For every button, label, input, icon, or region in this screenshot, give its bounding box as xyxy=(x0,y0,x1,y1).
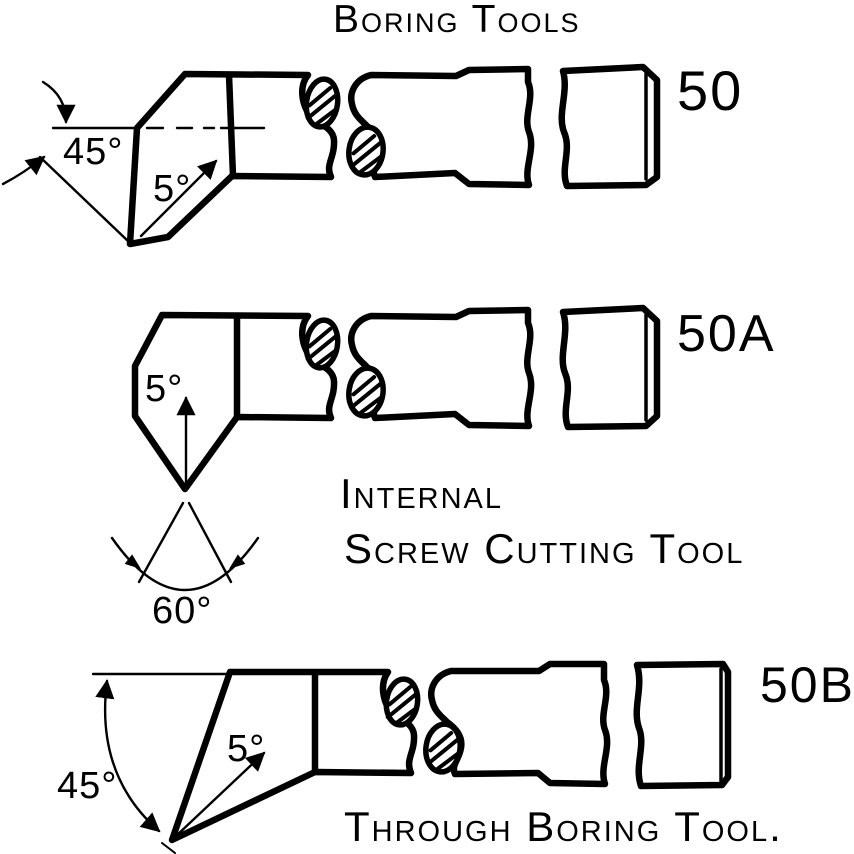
tool-50-45deg-arc-upper xyxy=(41,80,76,124)
tool-50b-break-ellipse-2 xyxy=(423,721,463,775)
tool-50a-break-ellipse-1 xyxy=(303,317,341,371)
tool-50-break-ellipse-2 xyxy=(346,124,386,178)
tool-50a-caption-line1: Internal xyxy=(340,470,504,517)
tool-50-back-rake-angle-label: 45° xyxy=(63,131,124,173)
tool-50-number-label: 50 xyxy=(677,59,744,122)
tool-50a-break-ellipse-2 xyxy=(346,365,386,419)
tool-50-45deg-reference-line xyxy=(38,155,132,245)
tool-50-clearance-angle-label: 5° xyxy=(153,168,192,210)
tool-50a-caption-line2: Screw Cutting Tool xyxy=(344,525,745,572)
tool-50-drawing xyxy=(1,63,661,248)
tool-50-5deg-arrow xyxy=(139,159,218,238)
tool-50b-caption: Through Boring Tool. xyxy=(344,803,783,850)
tool-50-head-shank-division-line xyxy=(225,71,237,180)
drawing-title: Boring Tools xyxy=(333,0,581,41)
tool-50b-tip-extension-line xyxy=(161,842,176,854)
tool-50b-clearance-angle-label: 5° xyxy=(227,728,266,770)
tool-50b-shank-piece xyxy=(428,660,611,788)
tool-50a-drawing xyxy=(110,304,661,591)
tool-50b-side-rake-angle-label: 45° xyxy=(57,765,118,807)
tool-50b-45deg-arc xyxy=(95,679,161,833)
tool-50b-number-label: 50B xyxy=(760,657,854,713)
tool-50a-60deg-line-left xyxy=(137,501,185,584)
tool-50-45deg-arc-lower xyxy=(1,155,46,186)
tool-50-break-ellipse-1 xyxy=(303,76,341,130)
tool-50b-drawing xyxy=(91,660,732,854)
tool-50a-60deg-arrowhead-right xyxy=(229,554,246,569)
tool-50a-60deg-line-right xyxy=(187,501,233,584)
tool-50a-clearance-angle-label: 5° xyxy=(145,368,184,410)
tool-50a-number-label: 50A xyxy=(677,305,776,363)
tool-50b-butt-end xyxy=(633,660,732,790)
tool-50b-5deg-arrow xyxy=(174,751,266,838)
tool-50a-point-angle-label: 60° xyxy=(152,590,213,632)
tool-50a-butt-end xyxy=(559,304,661,431)
tool-50-butt-end xyxy=(558,63,661,190)
tool-50b-break-ellipse-1 xyxy=(383,676,421,728)
tool-50a-60deg-arrowhead-left xyxy=(124,554,141,569)
